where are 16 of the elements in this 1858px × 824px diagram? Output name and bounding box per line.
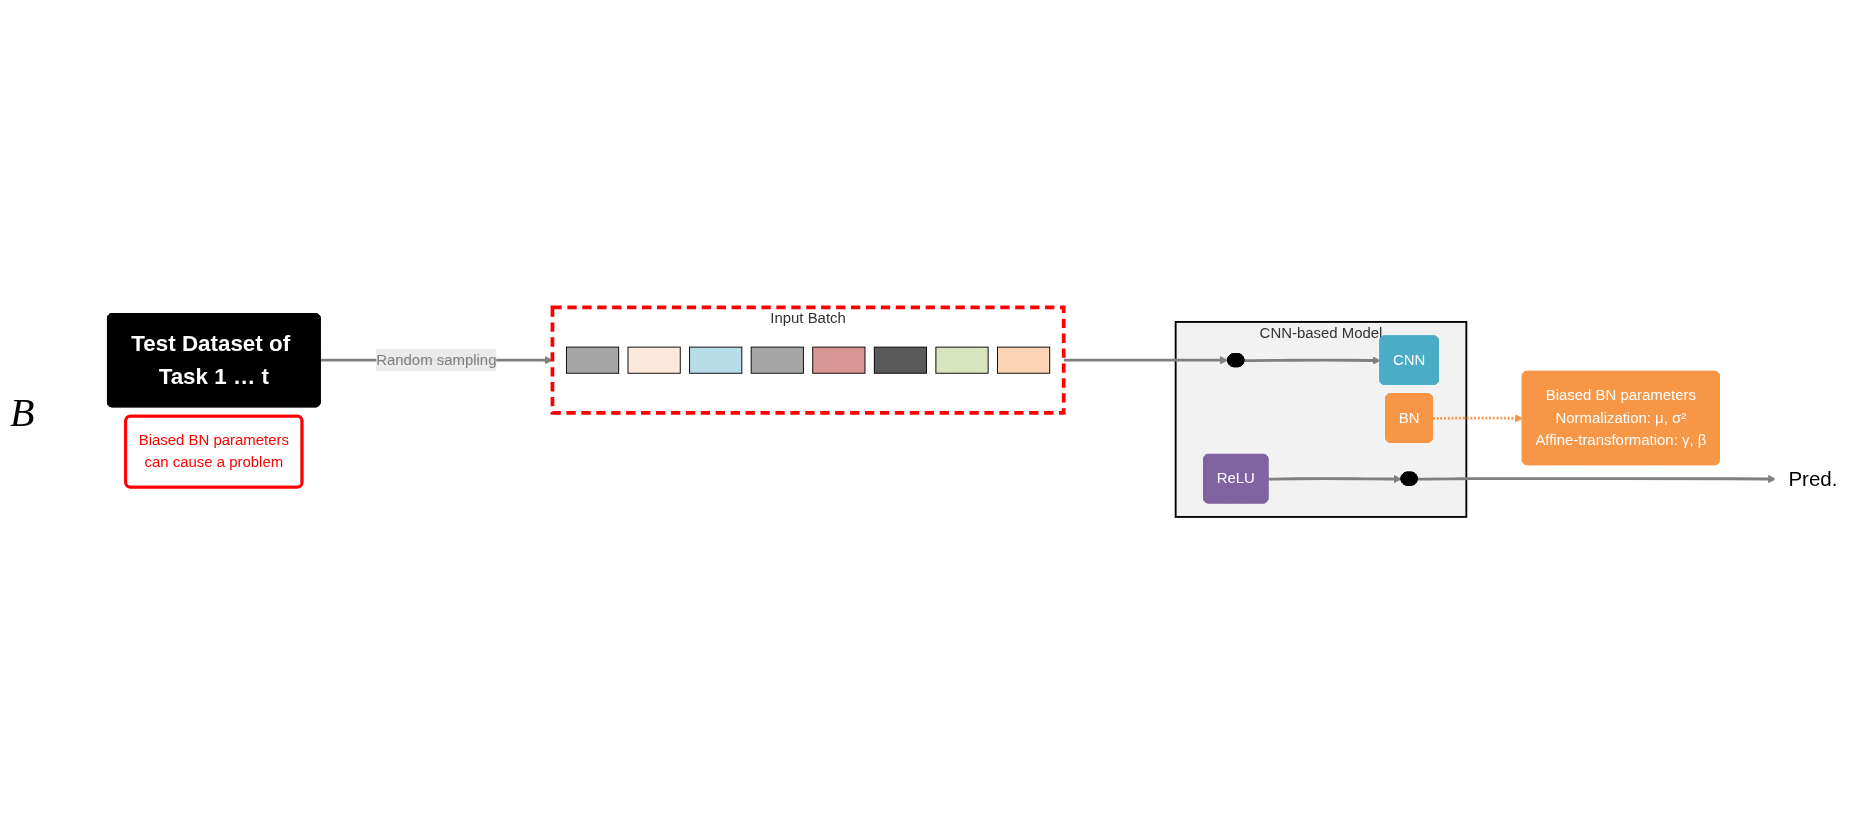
node-text: Pred. — [1788, 466, 1838, 491]
node-bar — [935, 346, 989, 374]
node-bar — [750, 346, 804, 374]
node-bar — [812, 346, 866, 374]
arrow — [1417, 474, 1777, 483]
node-bar — [997, 346, 1051, 374]
edge-label: Random sampling — [376, 351, 497, 368]
batch-size-symbol: B — [10, 388, 36, 436]
arrow — [1244, 356, 1381, 365]
node-bar — [689, 346, 743, 374]
arrow — [1433, 414, 1524, 423]
node-bar — [627, 346, 681, 374]
node-bar — [565, 346, 620, 374]
arrow — [1268, 474, 1402, 483]
cluster: Input Batch — [550, 305, 1066, 415]
node-bar — [873, 346, 928, 374]
